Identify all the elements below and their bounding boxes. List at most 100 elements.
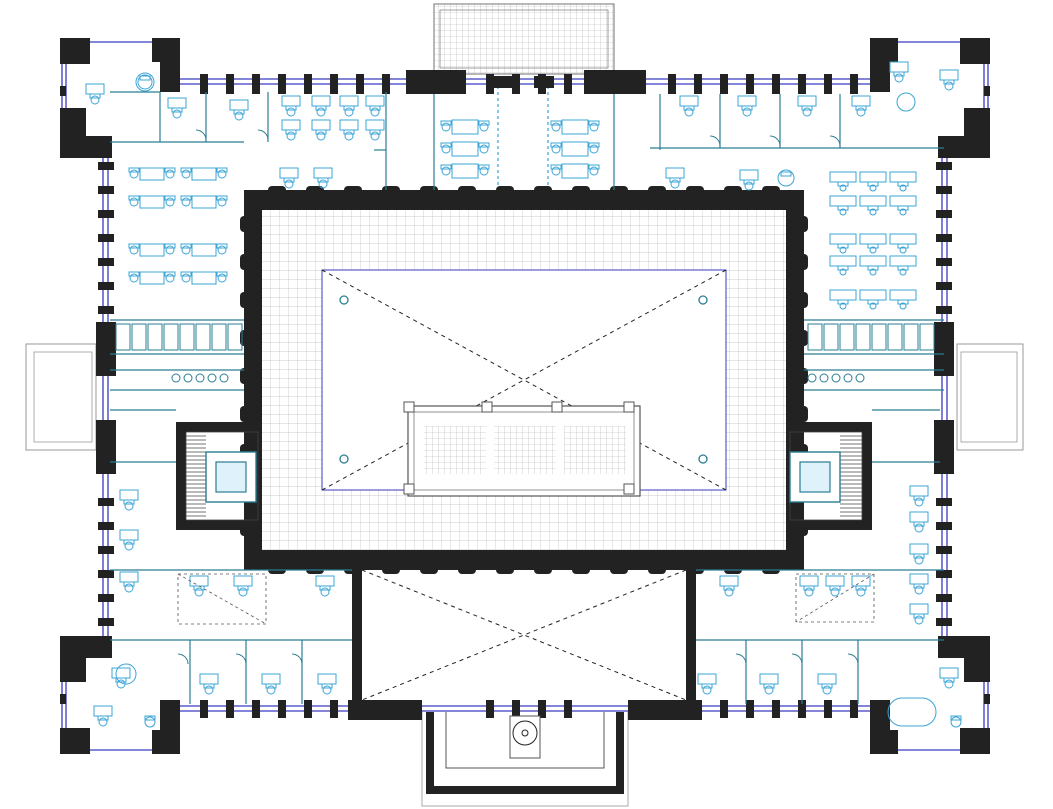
locker: [211, 323, 227, 351]
chair-icon: [943, 79, 955, 91]
wall-pier: [98, 282, 114, 290]
chair-icon: [701, 683, 713, 695]
wall-pier: [936, 258, 952, 266]
chair-icon: [164, 167, 176, 179]
chair-icon: [343, 129, 355, 141]
chair-icon: [164, 195, 176, 207]
stair-icon: [185, 431, 259, 521]
wall-pier: [458, 186, 476, 212]
door-swing-icon: [735, 653, 747, 665]
wall-pier: [278, 700, 286, 718]
wall-pier: [304, 74, 312, 94]
chair-icon: [897, 205, 909, 216]
locker: [855, 323, 871, 351]
wall-pier: [724, 548, 742, 574]
chair-icon: [144, 715, 156, 728]
chair-icon: [550, 120, 562, 132]
chair-icon: [855, 105, 867, 117]
wall-pier: [798, 74, 806, 94]
chair-icon: [128, 167, 140, 179]
chair-icon: [180, 243, 192, 255]
wall-pier: [936, 282, 952, 290]
wall-pier: [200, 700, 208, 718]
wall-pier: [850, 74, 858, 94]
chair-icon: [913, 613, 925, 625]
wall-pier: [686, 186, 704, 212]
locker: [807, 323, 823, 351]
wall-pier: [782, 520, 808, 536]
wall-pier: [610, 548, 628, 574]
wall-pier: [240, 216, 266, 232]
door-swing-icon: [847, 653, 859, 665]
desk-icon: [191, 167, 217, 181]
round-table: [115, 663, 137, 685]
chair-icon: [777, 169, 795, 187]
wall-pier: [936, 546, 952, 554]
wall-pier: [936, 522, 952, 530]
wall-pier: [694, 700, 702, 718]
sink: [819, 373, 829, 383]
wall-pier: [268, 186, 286, 212]
chair-icon: [943, 677, 955, 689]
chair-icon: [319, 585, 331, 597]
wall-pier: [724, 186, 742, 212]
door-swing-icon: [291, 653, 303, 665]
chair-icon: [821, 683, 833, 695]
interior-partitions: [110, 91, 944, 704]
desk-icon: [191, 195, 217, 209]
column-icon: [698, 295, 708, 305]
wall-pier: [572, 548, 590, 574]
chair-icon: [180, 195, 192, 207]
north-pier-left: [492, 76, 512, 88]
chair-icon: [837, 299, 849, 310]
wall-pier: [356, 700, 364, 718]
stair-icon: [789, 431, 863, 521]
chair-icon: [588, 164, 600, 176]
wall-pier: [240, 406, 266, 422]
chair-icon: [913, 583, 925, 595]
wall-pier: [240, 520, 266, 536]
chair-icon: [285, 129, 297, 141]
sink: [207, 373, 217, 383]
chair-icon: [203, 683, 215, 695]
chair-icon: [550, 142, 562, 154]
light-court-floor: [262, 210, 786, 550]
desk-icon: [451, 119, 479, 135]
wall-pier: [720, 74, 728, 94]
wall-pier: [538, 700, 546, 718]
desk-icon: [451, 141, 479, 157]
chair-icon: [867, 265, 879, 276]
wall-pier: [534, 548, 552, 574]
chair-icon: [683, 105, 695, 117]
desk-icon: [139, 167, 165, 181]
chair-icon: [89, 93, 101, 105]
wall-pier: [648, 186, 666, 212]
wall-pier: [278, 74, 286, 94]
chair-icon: [801, 105, 813, 117]
chair-icon: [283, 177, 295, 189]
chair-icon: [837, 205, 849, 216]
wall-pier: [98, 186, 114, 194]
wall-pier: [98, 618, 114, 626]
chair-icon: [128, 271, 140, 283]
round-table: [896, 92, 916, 112]
wall-pier: [936, 186, 952, 194]
desk-icon: [451, 163, 479, 179]
wall-pier: [420, 186, 438, 212]
wall-pier: [240, 254, 266, 270]
door-swing-icon: [769, 135, 781, 147]
wall-pier: [694, 74, 702, 94]
chair-icon: [315, 129, 327, 141]
spiral-stair-icon: [509, 715, 541, 759]
chair-icon: [285, 105, 297, 117]
chair-icon: [893, 71, 905, 83]
wall-pier: [344, 186, 362, 212]
wall-pier: [648, 548, 666, 574]
chair-icon: [837, 243, 849, 254]
locker: [147, 323, 163, 351]
chair-icon: [164, 271, 176, 283]
wall-pier: [240, 330, 266, 346]
wall-pier: [782, 406, 808, 422]
wall-pier: [534, 186, 552, 212]
